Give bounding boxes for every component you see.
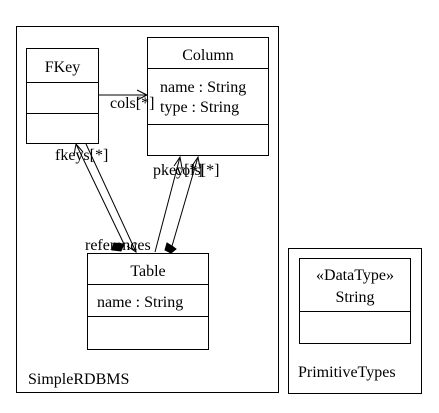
association-fkey-cols[interactable]: cols[*]	[99, 89, 154, 112]
composition-diamond	[111, 242, 125, 252]
class-column-name: Column	[182, 47, 234, 64]
package-simple-rdbms-label: SimpleRDBMS	[28, 371, 129, 388]
class-table[interactable]: Table name : String	[87, 253, 209, 350]
class-table-attribute: name : String	[97, 294, 183, 311]
package-primitive-types-frame	[288, 248, 422, 394]
class-fkey-name: FKey	[45, 59, 81, 76]
association-table-pkey[interactable]: pkey[*]	[153, 155, 203, 253]
association-table-cols[interactable]: cols[*]	[164, 155, 219, 254]
association-fkey-references-label: references	[85, 237, 151, 254]
class-string-name: String	[335, 289, 374, 306]
association-table-pkey-label: pkey[*]	[153, 162, 203, 179]
class-table-name: Table	[130, 263, 165, 280]
association-table-cols-label: cols[*]	[175, 162, 219, 179]
association-table-fkeys[interactable]: fkeys[*]	[55, 142, 125, 252]
package-simple-rdbms-frame	[16, 26, 279, 393]
association-fkey-references[interactable]: references	[85, 143, 151, 254]
class-column-attribute: type : String	[160, 99, 239, 116]
class-column-attribute: name : String	[160, 79, 246, 96]
association-table-fkeys-label: fkeys[*]	[55, 147, 108, 164]
package-primitive-types-label: PrimitiveTypes	[298, 364, 396, 381]
association-fkey-cols-label: cols[*]	[110, 95, 154, 112]
class-string-stereotype: «DataType»	[316, 267, 394, 284]
class-column[interactable]: Column name : String type : String	[147, 37, 269, 156]
class-fkey[interactable]: FKey	[26, 48, 99, 144]
class-string-datatype[interactable]: «DataType» String	[299, 258, 411, 344]
composition-diamond	[164, 242, 177, 254]
